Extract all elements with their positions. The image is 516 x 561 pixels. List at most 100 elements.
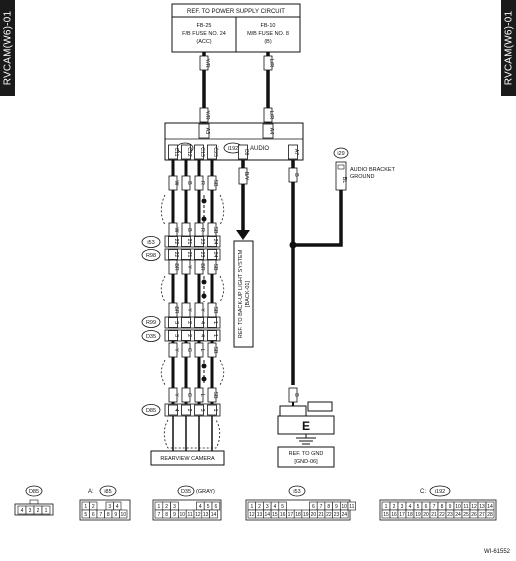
i53-pin-21-box bbox=[181, 236, 191, 247]
shield-outline-upper bbox=[160, 194, 225, 226]
i192-face-r1-pin-2: 2 bbox=[393, 504, 396, 510]
i192-face-r2-pin-20: 20 bbox=[423, 512, 429, 518]
d35-face-r2-pin-14: 14 bbox=[211, 512, 217, 518]
r99-wire-color-3: Y bbox=[199, 308, 205, 312]
harness-wire-color-pre-i53-4: SB bbox=[212, 227, 218, 234]
d35-wire-color-1-box bbox=[168, 342, 178, 358]
d85-wire-color-3: L bbox=[199, 394, 205, 397]
i192-face-r2-cell-28 bbox=[485, 509, 495, 519]
i85-face-r2-pin-5: 5 bbox=[84, 512, 87, 518]
rearview-camera-label: REARVIEW CAMERA bbox=[160, 456, 215, 462]
audio-pin-c11: C11 bbox=[173, 147, 179, 156]
i53-face-r2-pin-20: 20 bbox=[311, 512, 317, 518]
backup-ref-line-2: [BACK-01] bbox=[245, 281, 251, 307]
d85-wire-color-3-box bbox=[194, 387, 204, 403]
wire-color-lr-top: L/R bbox=[268, 59, 274, 68]
i192-face-r2-pin-19: 19 bbox=[415, 512, 421, 518]
r99-pin-1: 1 bbox=[212, 321, 218, 324]
i192-face-r1-pin-8: 8 bbox=[441, 504, 444, 510]
ground-symbol-letter: E bbox=[302, 419, 310, 433]
i85-face-r1-pin-2: 2 bbox=[92, 504, 95, 510]
i192-face-r1-pin-1: 1 bbox=[385, 504, 388, 510]
i53-pin-22: 22 bbox=[173, 239, 179, 245]
harness-wire-color-top-2-box bbox=[181, 175, 191, 191]
audio-pin-c8: C8 bbox=[243, 149, 249, 156]
r98-pin-2: 21 bbox=[186, 252, 192, 258]
shield-junction-middle-b bbox=[201, 293, 207, 299]
i192-face-r1-pin-13: 13 bbox=[479, 504, 485, 510]
r99-pin-4: 4 bbox=[199, 321, 205, 324]
conn-label-r98: R98 bbox=[146, 253, 156, 259]
d35-wire-color-2-box bbox=[181, 342, 191, 358]
ground-wiring bbox=[289, 160, 343, 385]
d85-face-pin-4: 4 bbox=[21, 508, 24, 514]
power-wire-labels: Y/R L/R Y/R L/R bbox=[199, 55, 274, 123]
i53-face-r2-pin-17: 17 bbox=[288, 512, 294, 518]
i53-face-r2-pin-24: 24 bbox=[341, 512, 347, 518]
wire-color-yr-bottom: Y/R bbox=[204, 110, 210, 119]
d85-pin-2: 2 bbox=[186, 409, 192, 412]
conn-label-i53: i53 bbox=[147, 240, 154, 246]
i85-face-r2-cell-10 bbox=[119, 509, 128, 519]
i53-face-r2-pin-19: 19 bbox=[303, 512, 309, 518]
i53-face-r1-pin-10: 10 bbox=[341, 504, 347, 510]
i192-face-r1-pin-9: 9 bbox=[449, 504, 452, 510]
i53-face-r1-pin-9: 9 bbox=[335, 504, 338, 510]
r98-wire-color-2-box bbox=[181, 259, 191, 275]
i53-face-r1-pin-4: 4 bbox=[274, 504, 277, 510]
d85-face-pin-3: 3 bbox=[29, 508, 32, 514]
figure-id: WI-61552 bbox=[484, 549, 511, 555]
i192-face-r1-pin-11: 11 bbox=[463, 504, 468, 510]
d85-pin-4: 4 bbox=[173, 409, 179, 412]
d35-face-r1-pin-1: 1 bbox=[158, 504, 161, 510]
i192-face-r1-pin-12: 12 bbox=[471, 504, 477, 510]
ground-ref-line-1: REF. TO GND bbox=[289, 451, 324, 457]
bracket-label-line-1: AUDIO BRACKET bbox=[350, 167, 396, 173]
d85-pin-1-box bbox=[207, 404, 217, 416]
i192-face-r1-pin-4: 4 bbox=[409, 504, 412, 510]
audio-pin-a7-box bbox=[288, 144, 298, 160]
face-prefix-i192: C: bbox=[420, 489, 426, 495]
face-prefix-i85: A: bbox=[88, 489, 94, 495]
i53-pin-23-box bbox=[194, 236, 204, 247]
d35-wire-color-1: Y bbox=[173, 348, 179, 352]
shield-junction-lower-b bbox=[201, 376, 207, 382]
d35-face-r2-pin-9: 9 bbox=[173, 512, 176, 518]
face-label-i192: i192 bbox=[435, 489, 445, 495]
d35-face-r2-pin-13: 13 bbox=[203, 512, 209, 518]
page-code-tab-right: RVCAM(W6)-01 bbox=[501, 0, 516, 96]
d35-face-r1-pin-3: 3 bbox=[173, 504, 176, 510]
r99-pin-2-box bbox=[181, 317, 191, 328]
i53-face-r2-pin-23: 23 bbox=[334, 512, 340, 518]
i85-face-r2-pin-10: 10 bbox=[120, 512, 126, 518]
face-label-d85: D85 bbox=[29, 489, 39, 495]
face-label-d35: D35 bbox=[181, 489, 191, 495]
r99-pin-3: 3 bbox=[173, 321, 179, 324]
i53-face-r1-pin-7: 7 bbox=[320, 504, 323, 510]
r98-wire-color-4-box bbox=[207, 259, 217, 275]
d35-pin-4: 4 bbox=[199, 334, 205, 337]
harness-wire-color-top-1-box bbox=[168, 175, 178, 191]
audio-pin-a3: A3 bbox=[204, 128, 210, 135]
conn-label-d85: D85 bbox=[146, 408, 156, 414]
d35-wire-color-4: SB bbox=[212, 347, 218, 354]
r99-pin-3-box bbox=[168, 317, 178, 328]
harness-wire-color-top-4-box bbox=[207, 175, 217, 191]
d85-wire-color-4-box bbox=[207, 387, 217, 403]
d35-wire-color-2: G bbox=[186, 348, 192, 352]
power-box-title: REF. TO POWER SUPPLY CIRCUIT bbox=[187, 9, 285, 15]
i85-face-r1-pin-3: 3 bbox=[108, 504, 111, 510]
i192-face-r1-pin-14: 14 bbox=[487, 504, 493, 510]
harness-wire-color-top-4: SB bbox=[212, 180, 218, 187]
d35-pin-3-box bbox=[168, 330, 178, 341]
i192-face-r2-pin-17: 17 bbox=[399, 512, 405, 518]
r98-pin-3: 23 bbox=[199, 252, 205, 258]
ground-wire-color-bottom: B bbox=[293, 393, 299, 397]
d85-pin-3-box bbox=[194, 404, 204, 416]
r98-wire-color-3-box bbox=[194, 259, 204, 275]
shield-junction-upper-a bbox=[201, 198, 207, 204]
harness-connector-labels: i53 R98 R99 D35 D85 bbox=[141, 236, 161, 416]
i53-face-r1-pin-2: 2 bbox=[258, 504, 261, 510]
audio-bracket-ground: i29 BL AUDIO BRACKET GROUND bbox=[333, 147, 396, 191]
